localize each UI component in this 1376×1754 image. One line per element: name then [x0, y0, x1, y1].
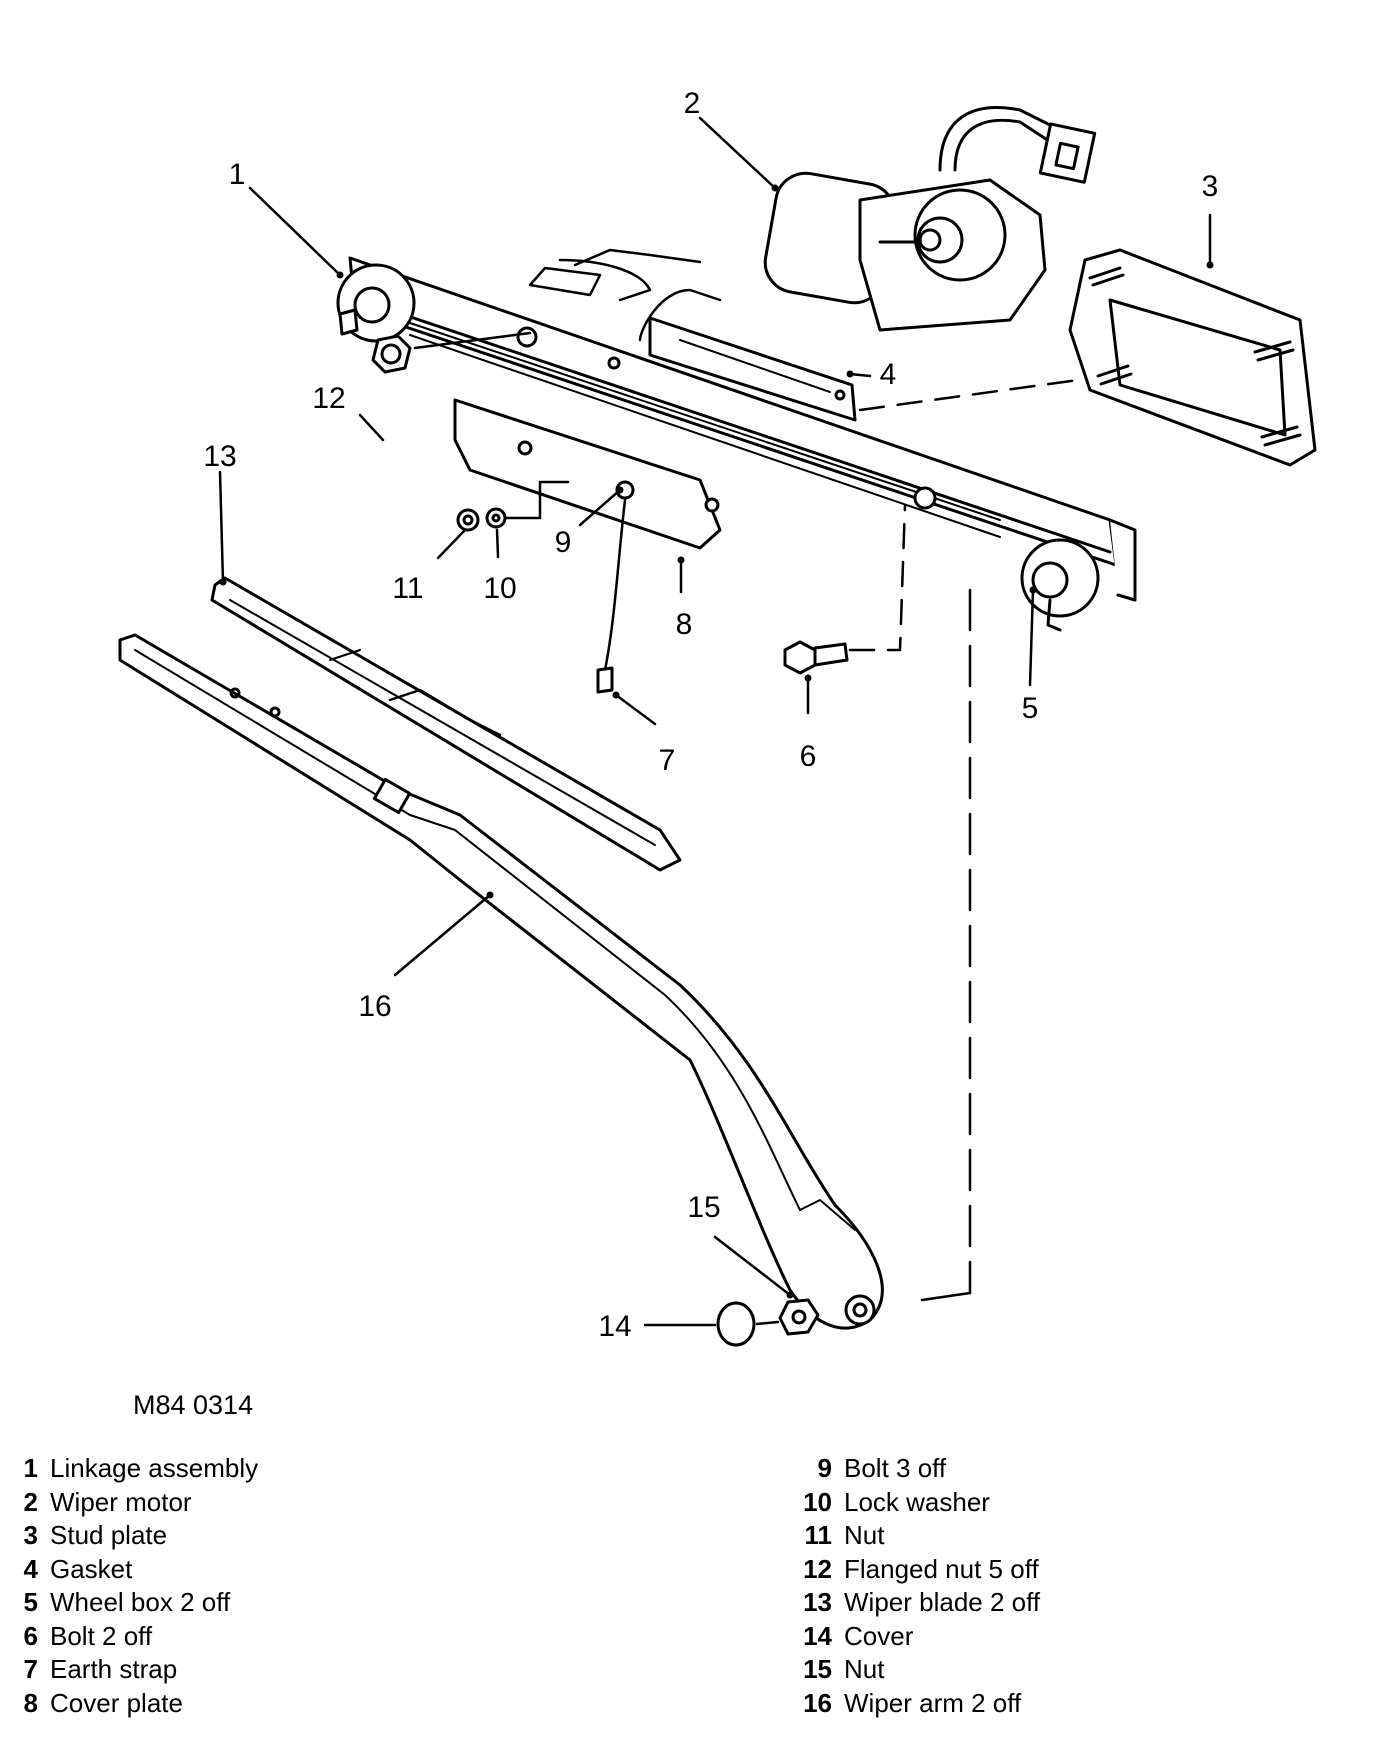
legend-label: Flanged nut 5 off — [844, 1553, 1039, 1584]
callout-8: 8 — [676, 608, 693, 641]
cover — [716, 1301, 756, 1347]
wiper-arm — [118, 633, 884, 1330]
callout-1: 1 — [229, 158, 246, 191]
legend-item: 3 Stud plate — [10, 1519, 258, 1553]
legend-number: 3 — [23, 1520, 38, 1550]
legend-number: 1 — [23, 1453, 38, 1483]
callout-13: 13 — [203, 440, 236, 473]
legend-label: Nut — [844, 1654, 885, 1684]
legend-label: Nut — [844, 1520, 885, 1550]
legend-number: 5 — [23, 1587, 38, 1617]
gasket — [648, 316, 857, 422]
legend-item: 15 Nut — [792, 1653, 1040, 1687]
legend-number: 6 — [23, 1620, 38, 1651]
wiper-blade — [210, 576, 682, 872]
nut — [456, 508, 480, 532]
lock-washer — [485, 507, 507, 529]
legend-item: 16 Wiper arm 2 off — [792, 1687, 1040, 1721]
legend-label: Bolt 3 off — [844, 1453, 947, 1483]
legend-number: 16 — [803, 1687, 832, 1718]
legend-item: 13 Wiper blade 2 off — [792, 1586, 1040, 1620]
legend-number: 8 — [23, 1687, 38, 1718]
legend-label: Stud plate — [50, 1520, 168, 1550]
assembly-lines — [413, 331, 1080, 1326]
callout-7: 7 — [659, 744, 676, 777]
legend-item: 2 Wiper motor — [10, 1486, 258, 1520]
legend-number: 4 — [23, 1553, 38, 1584]
leader-lines — [218, 116, 1212, 1327]
legend-number: 7 — [23, 1654, 38, 1684]
legend-item: 14 Cover — [792, 1620, 1040, 1654]
earth-strap — [596, 480, 635, 694]
linkage-assembly — [336, 256, 1137, 632]
legend-item: 8 Cover plate — [10, 1687, 258, 1721]
legend-number: 15 — [803, 1654, 832, 1684]
legend-item: 6 Bolt 2 off — [10, 1620, 258, 1654]
callout-9: 9 — [555, 526, 572, 559]
callout-5: 5 — [1022, 692, 1039, 725]
legend-item: 11 Nut — [792, 1519, 1040, 1553]
legend-item: 5 Wheel box 2 off — [10, 1586, 258, 1620]
callout-14: 14 — [598, 1310, 631, 1343]
stud-plate — [1068, 248, 1317, 467]
callout-11: 11 — [392, 572, 423, 605]
legend-label: Cover plate — [50, 1687, 183, 1718]
legend-item: 4 Gasket — [10, 1553, 258, 1587]
arm-nut — [778, 1298, 820, 1336]
cover-plate — [453, 398, 722, 550]
legend-label: Wiper arm 2 off — [844, 1687, 1022, 1718]
callout-6: 6 — [800, 740, 817, 773]
callout-2: 2 — [684, 87, 701, 120]
legend-label: Lock washer — [844, 1486, 990, 1517]
callout-3: 3 — [1202, 170, 1219, 203]
legend-item: 12 Flanged nut 5 off — [792, 1553, 1040, 1587]
callout-10: 10 — [483, 572, 516, 605]
legend-label: Wheel box 2 off — [50, 1587, 231, 1617]
wiper-motor — [763, 106, 1097, 332]
flanged-nut — [371, 334, 412, 374]
legend-item: 9 Bolt 3 off — [792, 1452, 1040, 1486]
legend-label: Bolt 2 off — [50, 1620, 153, 1651]
legend-label: Gasket — [50, 1553, 133, 1584]
legend-number: 2 — [23, 1486, 38, 1517]
legend-item: 1 Linkage assembly — [10, 1452, 259, 1486]
legend-item: 10 Lock washer — [792, 1486, 1040, 1520]
bolt — [783, 640, 849, 675]
legend-number: 14 — [803, 1620, 832, 1651]
linkage-harness — [528, 248, 722, 342]
legend-number: 13 — [803, 1587, 832, 1617]
callout-4: 4 — [880, 358, 897, 391]
figure-reference: M84 0314 — [133, 1390, 254, 1420]
legend-number: 11 — [804, 1520, 833, 1550]
legend-left-column: 1 Linkage assembly 2 Wiper motor 3 Stud pla… — [10, 1452, 259, 1721]
legend-label: Earth strap — [50, 1654, 178, 1684]
leader-dots — [219, 184, 1214, 1299]
callout-12: 12 — [312, 382, 345, 415]
legend-label: Cover — [844, 1620, 914, 1651]
legend-label: Wiper blade 2 off — [844, 1587, 1041, 1617]
legend-number: 12 — [803, 1553, 832, 1584]
legend-number: 10 — [803, 1486, 832, 1517]
legend-label: Linkage assembly — [50, 1453, 259, 1483]
legend-number: 9 — [817, 1453, 832, 1483]
callout-numbers: 1 2 3 4 5 6 7 8 9 10 11 12 13 14 15 16 — [203, 87, 1218, 1343]
callout-15: 15 — [687, 1191, 720, 1224]
callout-16: 16 — [358, 990, 391, 1023]
legend-item: 7 Earth strap — [10, 1653, 258, 1687]
legend-label: Wiper motor — [50, 1486, 192, 1517]
